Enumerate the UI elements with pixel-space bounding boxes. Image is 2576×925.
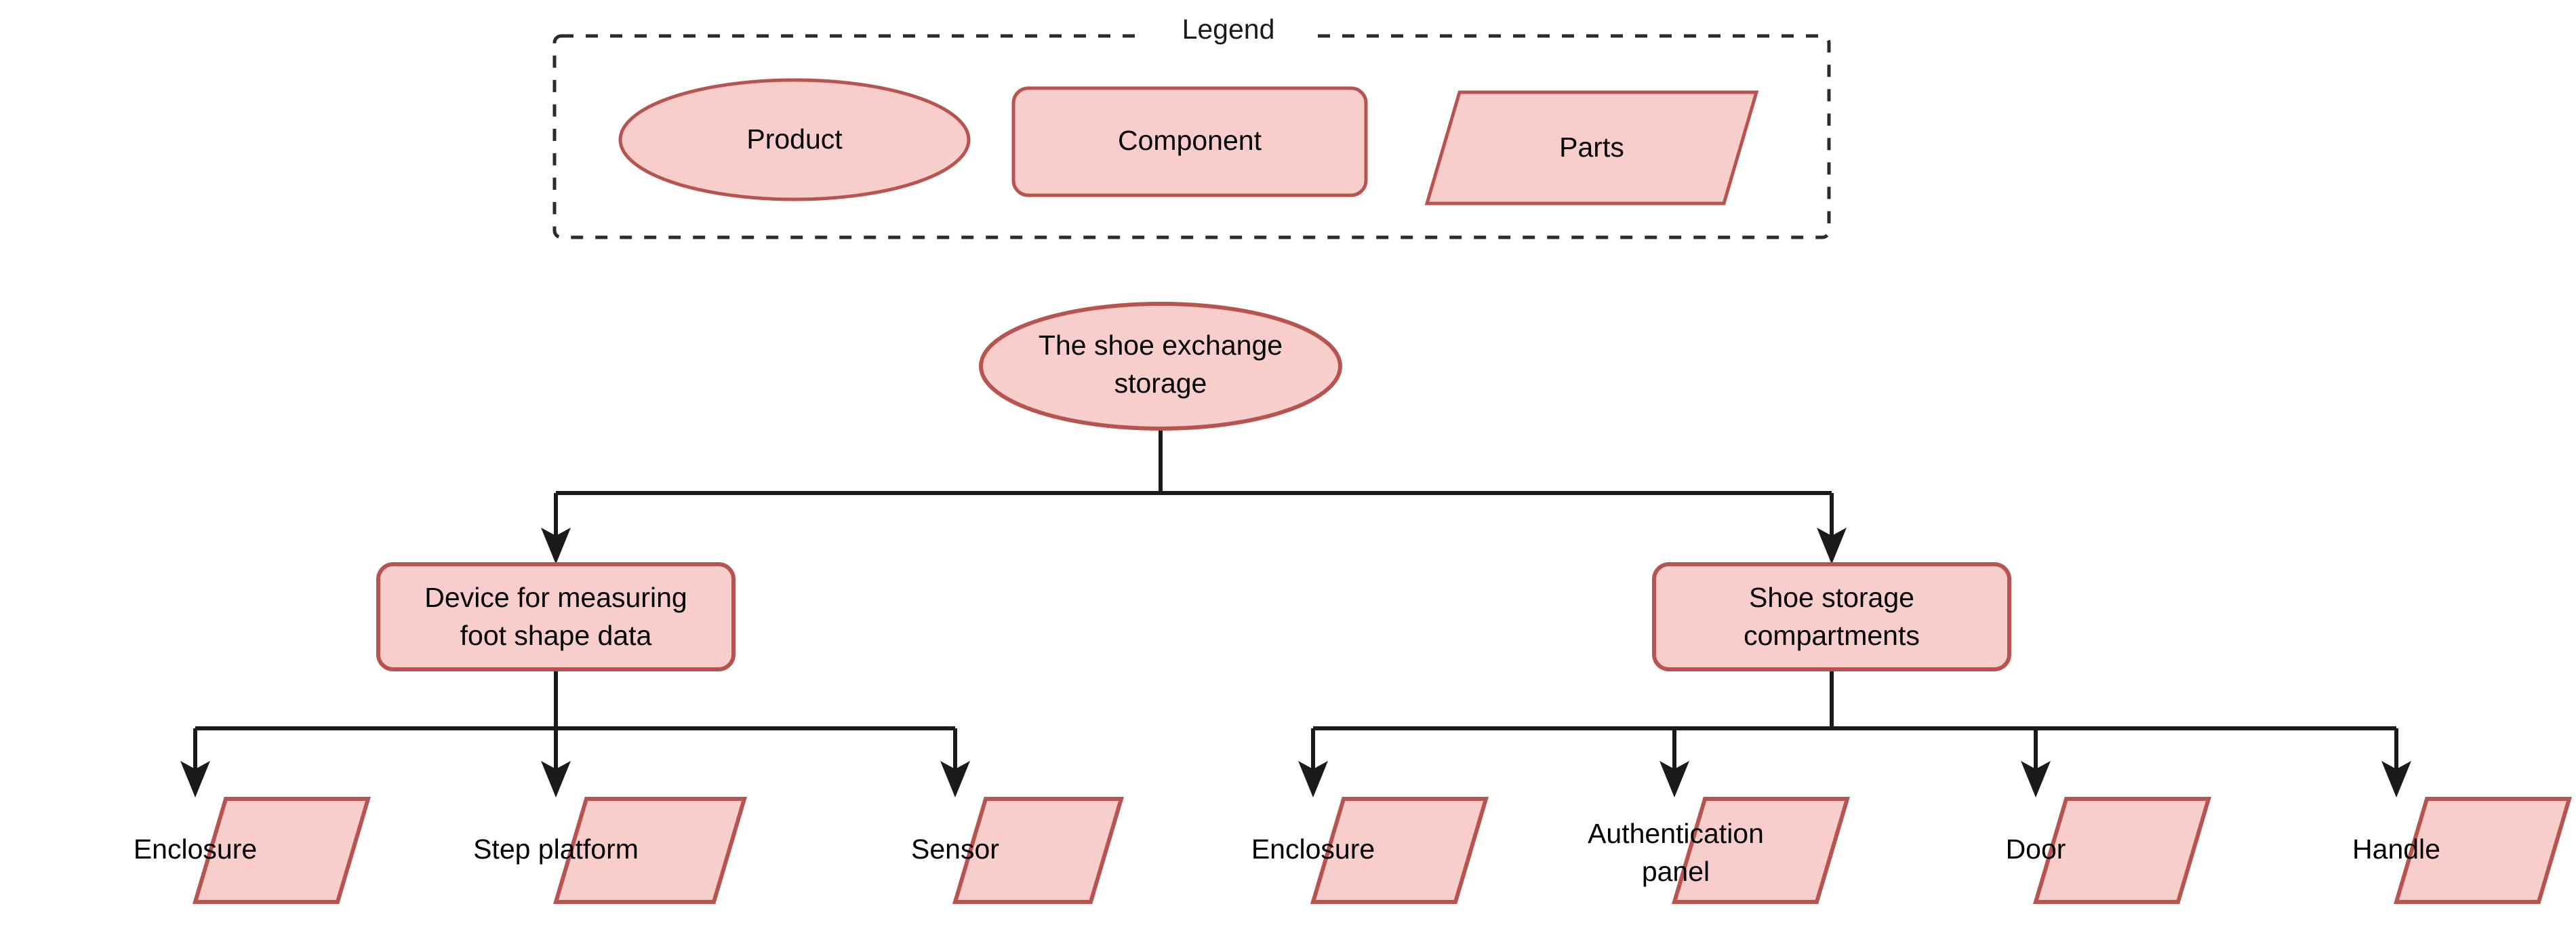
arrowhead-to-device: [541, 528, 571, 564]
edges-group: [180, 429, 2411, 798]
arrowhead-to-auth-panel: [1659, 761, 1689, 798]
enclosure-storage-parallelogram: [1310, 797, 1489, 904]
device-component-rect: [376, 562, 736, 671]
legend-item-parts[interactable]: Parts: [1424, 90, 1759, 205]
arrowhead-to-sensor: [940, 761, 970, 798]
authentication-panel-parallelogram: [1671, 797, 1851, 904]
legend-title-backdrop: [1146, 15, 1311, 46]
legend-group: Legend Product Component Parts: [552, 14, 1831, 239]
step-platform-parallelogram: [552, 797, 748, 904]
node-part-sensor[interactable]: Sensor: [911, 797, 1125, 904]
node-part-enclosure-device[interactable]: Enclosure: [134, 797, 371, 904]
node-part-enclosure-storage[interactable]: Enclosure: [1251, 797, 1489, 904]
node-part-authentication-panel[interactable]: Authentication panel: [1588, 797, 1851, 904]
node-part-door[interactable]: Door: [2006, 797, 2212, 904]
node-part-step-platform[interactable]: Step platform: [473, 797, 748, 904]
node-root-product[interactable]: The shoe exchange storage: [979, 302, 1342, 431]
legend-item-component[interactable]: Component: [1011, 86, 1368, 197]
arrowhead-to-enclosure-2: [1298, 761, 1328, 798]
legend-item-product[interactable]: Product: [618, 78, 971, 201]
handle-parallelogram: [2393, 797, 2573, 904]
enclosure-device-parallelogram: [192, 797, 371, 904]
sensor-parallelogram: [952, 797, 1125, 904]
legend-frame: [552, 34, 1831, 239]
arrowhead-to-storage: [1817, 528, 1847, 564]
node-component-shoe-storage-compartments[interactable]: Shoe storage compartments: [1652, 562, 2011, 671]
door-parallelogram: [2032, 797, 2212, 904]
root-ellipse: [979, 302, 1342, 431]
arrowhead-to-enclosure-1: [180, 761, 210, 798]
node-part-handle[interactable]: Handle: [2352, 797, 2573, 904]
arrowhead-to-step-platform: [541, 761, 571, 798]
node-component-device-measuring-foot-shape[interactable]: Device for measuring foot shape data: [376, 562, 736, 671]
arrowhead-to-door: [2021, 761, 2051, 798]
legend-component-rect: [1011, 86, 1368, 197]
legend-parts-parallelogram: [1424, 90, 1759, 205]
storage-component-rect: [1652, 562, 2011, 671]
legend-title: Legend: [1182, 14, 1275, 45]
arrowhead-to-handle: [2381, 761, 2411, 798]
legend-product-ellipse: [618, 78, 971, 201]
